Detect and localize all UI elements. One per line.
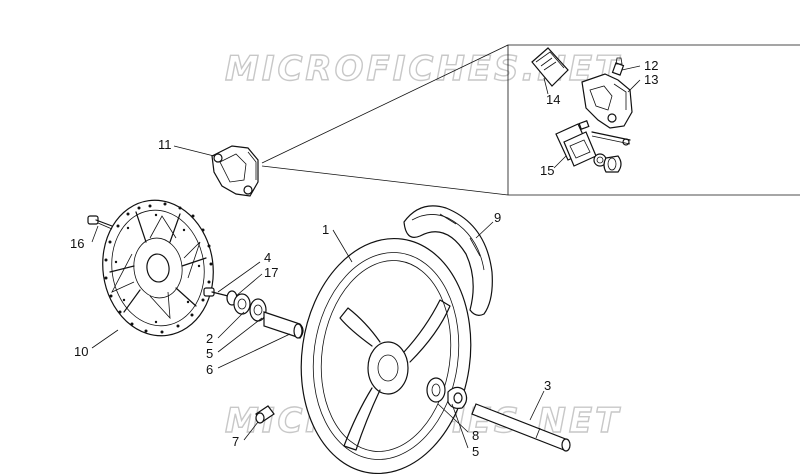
caliper-detail-box bbox=[261, 44, 800, 196]
callout-1: 1 bbox=[322, 222, 329, 237]
callout-4: 4 bbox=[264, 250, 271, 265]
wheel-axle bbox=[471, 403, 571, 452]
detail-pads-and-pistons bbox=[555, 120, 631, 173]
callout-17: 17 bbox=[264, 265, 278, 280]
callout-labels: 1 2 3 4 5 5 6 7 8 9 10 11 12 13 14 15 16… bbox=[70, 58, 658, 459]
pad-kit-bag bbox=[531, 47, 569, 87]
right-bearing-set bbox=[426, 377, 468, 409]
front-mudguard bbox=[403, 205, 493, 316]
callout-5-left: 5 bbox=[206, 346, 213, 361]
left-spacer-bearing-set bbox=[203, 287, 304, 339]
wheel-rim bbox=[300, 237, 472, 474]
brake-disc-spokes bbox=[109, 211, 207, 320]
detail-caliper bbox=[581, 57, 633, 129]
callout-2: 2 bbox=[206, 331, 213, 346]
callout-5-right: 5 bbox=[472, 444, 479, 459]
callout-11: 11 bbox=[158, 137, 172, 152]
callout-3: 3 bbox=[544, 378, 551, 393]
callout-leaders bbox=[91, 65, 641, 449]
callout-13: 13 bbox=[644, 72, 658, 87]
callout-7: 7 bbox=[232, 434, 239, 449]
callout-8: 8 bbox=[472, 428, 479, 443]
callout-10: 10 bbox=[74, 344, 88, 359]
callout-16: 16 bbox=[70, 236, 84, 251]
brake-caliper bbox=[211, 145, 259, 197]
disc-bolt bbox=[87, 215, 113, 230]
callout-15: 15 bbox=[540, 163, 554, 178]
callout-12: 12 bbox=[644, 58, 658, 73]
brake-disc bbox=[102, 199, 214, 337]
callout-14: 14 bbox=[546, 92, 560, 107]
tyre-valve bbox=[255, 405, 275, 424]
callout-6: 6 bbox=[206, 362, 213, 377]
brake-disc-vent-holes bbox=[104, 202, 213, 334]
callout-9: 9 bbox=[494, 210, 501, 225]
